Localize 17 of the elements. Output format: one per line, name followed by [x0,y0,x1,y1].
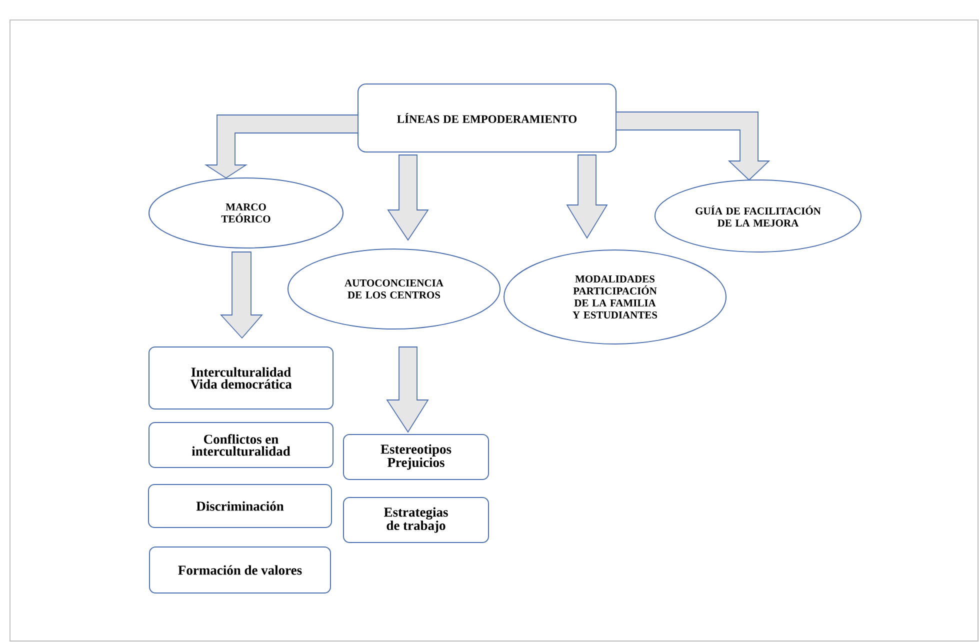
block-arrow [204,114,358,179]
topic-box: Formación de valores [149,546,331,594]
block-arrow [387,154,429,241]
block-arrow [220,252,263,339]
block-arrow [616,112,770,181]
ellipse-node: MARCO TEÓRICO [148,178,344,248]
topic-box: Interculturalidad Vida democrática [148,346,334,410]
topic-box: Conflictos en interculturalidad [148,422,334,468]
topic-box: Discriminación [148,484,332,528]
title-box: LÍNEAS DE EMPODERAMIENTO [358,84,616,152]
block-arrow [566,154,608,239]
ellipse-node: MODALIDADES PARTICIPACIÓN DE LA FAMILIA Y ESTUDIANTES [504,250,726,344]
block-arrow [386,346,429,433]
ellipse-node: AUTOCONCIENCIA DE LOS CENTROS [288,248,500,330]
ellipse-node: GUÍA DE FACILITACIÓN DE LA MEJORA [654,180,862,252]
topic-box: Estrategias de trabajo [343,497,489,543]
topic-box: Estereotipos Prejuicios [343,434,489,480]
